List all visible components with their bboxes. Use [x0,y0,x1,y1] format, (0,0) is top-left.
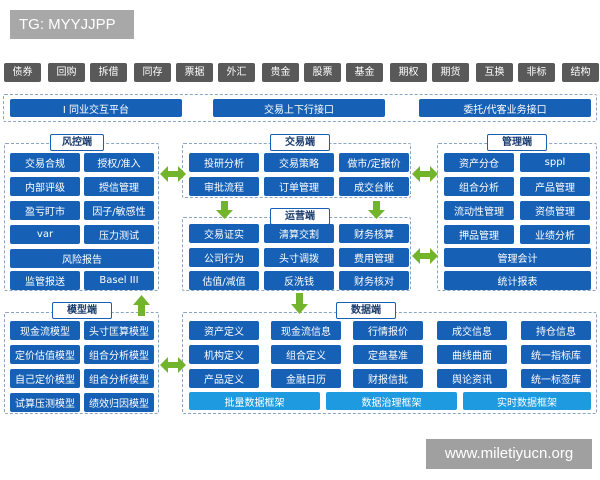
category-11[interactable]: 互换 [476,63,513,82]
risk-item-0[interactable]: 交易合规 [10,153,80,172]
model-item-6[interactable]: 试算压测模型 [10,393,80,412]
arrow-trade-ops-left [216,201,233,219]
mgmt-title: 管理端 [487,134,547,151]
interface-interbank[interactable]: I 同业交互平台 [10,99,182,117]
category-10[interactable]: 期货 [432,63,469,82]
model-item-5[interactable]: 组合分析模型 [84,369,154,388]
data-item-8[interactable]: 曲线曲面 [437,345,507,364]
ops-item-3[interactable]: 公司行为 [189,248,259,267]
trade-item-2[interactable]: 做市/定报价 [339,153,409,172]
risk-item-2[interactable]: 内部评级 [10,177,80,196]
ops-item-8[interactable]: 财务核对 [339,271,409,290]
category-3[interactable]: 同存 [134,63,171,82]
arrow-model-data [160,357,186,373]
mgmt-item-2[interactable]: 组合分析 [444,177,514,196]
trade-item-4[interactable]: 订单管理 [264,177,334,196]
risk-item-1[interactable]: 授权/准入 [84,153,154,172]
interface-bar [3,94,597,122]
arrow-ops-mgmt [412,248,438,264]
ops-item-2[interactable]: 财务核算 [339,224,409,243]
risk-item-7[interactable]: 压力测试 [84,225,154,244]
mgmt-item-8[interactable]: 管理会计 [444,248,591,267]
risk-item-5[interactable]: 因子/敏感性 [84,201,154,220]
arrow-risk-trade [160,166,186,182]
category-0[interactable]: 债券 [4,63,41,82]
data-item-9[interactable]: 统一指标库 [521,345,591,364]
trade-title: 交易端 [270,134,330,151]
interface-agency[interactable]: 委托/代客业务接口 [419,99,591,117]
mgmt-item-9[interactable]: 统计报表 [444,271,591,290]
mgmt-item-1[interactable]: sppl [520,153,590,172]
model-item-3[interactable]: 组合分析模型 [84,345,154,364]
risk-item-3[interactable]: 授信管理 [84,177,154,196]
trade-item-3[interactable]: 审批流程 [189,177,259,196]
model-item-1[interactable]: 头寸匡算模型 [84,321,154,340]
data-item-1[interactable]: 现金流信息 [271,321,341,340]
data-item-11[interactable]: 金融日历 [271,369,341,388]
ops-item-6[interactable]: 估值/减值 [189,271,259,290]
data-item-2[interactable]: 行情报价 [353,321,423,340]
model-item-0[interactable]: 现金流模型 [10,321,80,340]
risk-item-4[interactable]: 盈亏盯市 [10,201,80,220]
risk-item-9[interactable]: 监管报送 [10,271,80,290]
data-framework-0[interactable]: 批量数据框架 [189,392,320,410]
category-12[interactable]: 非标 [518,63,555,82]
risk-title: 风控端 [50,134,104,151]
category-7[interactable]: 股票 [304,63,341,82]
data-title: 数据端 [336,302,396,319]
data-item-14[interactable]: 统一标签库 [521,369,591,388]
ops-item-5[interactable]: 费用管理 [339,248,409,267]
model-item-7[interactable]: 绩效归因模型 [84,393,154,412]
mgmt-item-3[interactable]: 产品管理 [520,177,590,196]
mgmt-item-6[interactable]: 押品管理 [444,225,514,244]
trade-item-1[interactable]: 交易策略 [264,153,334,172]
category-5[interactable]: 外汇 [218,63,255,82]
data-item-7[interactable]: 定盘基准 [353,345,423,364]
model-item-2[interactable]: 定价估值模型 [10,345,80,364]
category-4[interactable]: 票据 [176,63,213,82]
data-item-0[interactable]: 资产定义 [189,321,259,340]
data-framework-2[interactable]: 实时数据框架 [463,392,591,410]
model-item-4[interactable]: 自己定价模型 [10,369,80,388]
data-item-13[interactable]: 舆论资讯 [437,369,507,388]
data-item-4[interactable]: 持仓信息 [521,321,591,340]
arrow-ops-data [291,293,308,314]
risk-item-10[interactable]: Basel III [84,271,154,290]
category-13[interactable]: 结构 [562,63,599,82]
category-2[interactable]: 拆借 [90,63,127,82]
data-item-6[interactable]: 组合定义 [271,345,341,364]
watermark-bottom: www.miletiyucn.org [426,439,592,469]
interface-trade-updown[interactable]: 交易上下行接口 [213,99,385,117]
risk-item-8[interactable]: 风险报告 [10,249,154,268]
ops-item-7[interactable]: 反洗钱 [264,271,334,290]
risk-item-6[interactable]: var [10,225,80,244]
data-item-5[interactable]: 机构定义 [189,345,259,364]
data-framework-1[interactable]: 数据治理框架 [326,392,457,410]
mgmt-item-5[interactable]: 资债管理 [520,201,590,220]
category-1[interactable]: 回购 [48,63,85,82]
data-item-3[interactable]: 成交信息 [437,321,507,340]
model-title: 模型端 [52,302,112,319]
arrow-model-risk [133,295,150,316]
data-item-12[interactable]: 财报信批 [353,369,423,388]
trade-item-0[interactable]: 投研分析 [189,153,259,172]
category-6[interactable]: 贵金 [262,63,299,82]
mgmt-item-7[interactable]: 业绩分析 [520,225,590,244]
mgmt-item-0[interactable]: 资产分仓 [444,153,514,172]
watermark-top: TG: MYYJJPP [10,10,134,39]
ops-item-0[interactable]: 交易证实 [189,224,259,243]
ops-item-1[interactable]: 清算交割 [264,224,334,243]
arrow-trade-ops-right [368,201,385,219]
mgmt-item-4[interactable]: 流动性管理 [444,201,514,220]
category-9[interactable]: 期权 [390,63,427,82]
arrow-trade-mgmt [412,166,438,182]
ops-item-4[interactable]: 头寸调拨 [264,248,334,267]
category-8[interactable]: 基金 [346,63,383,82]
trade-item-5[interactable]: 成交台账 [339,177,409,196]
data-item-10[interactable]: 产品定义 [189,369,259,388]
